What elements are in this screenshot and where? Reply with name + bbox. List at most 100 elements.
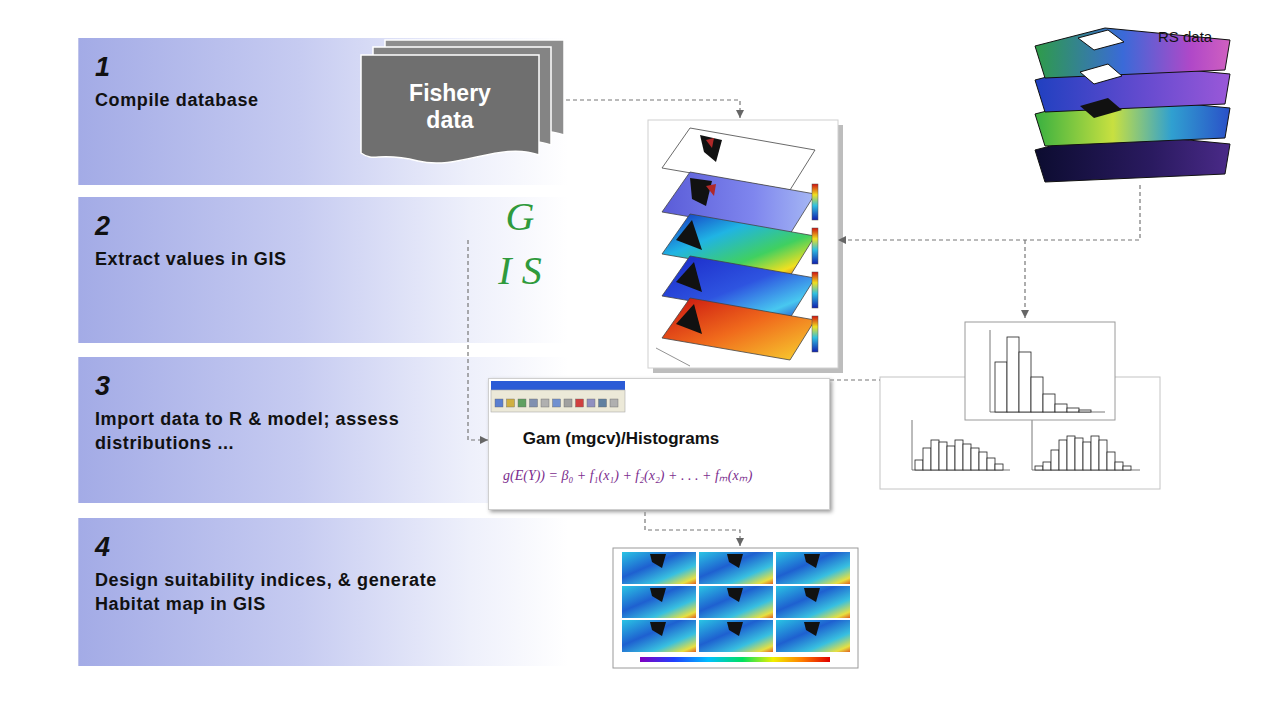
habitat-map-grid xyxy=(776,586,850,618)
step-text: Extract values in GIS xyxy=(95,247,495,271)
histogram-panel xyxy=(1083,442,1091,470)
model-title: Gam (mgcv)/Histograms xyxy=(489,429,753,449)
toolbar-icon xyxy=(599,399,607,407)
gis-map-stack xyxy=(812,272,818,308)
gis-map-stack xyxy=(700,135,722,162)
habitat-map-grid xyxy=(650,588,666,602)
toolbar-icon xyxy=(610,399,618,407)
histogram-panel xyxy=(987,458,995,470)
histogram-panel xyxy=(965,322,1115,420)
histogram-panel xyxy=(1055,404,1067,412)
gis-map-stack xyxy=(812,228,818,264)
histogram-panel xyxy=(995,362,1007,412)
habitat-map-grid xyxy=(699,586,773,618)
gis-map-stack xyxy=(676,262,702,292)
step-text: Import data to R & model; assess distrib… xyxy=(95,407,405,455)
histogram-panel xyxy=(915,440,1003,470)
histogram-panel xyxy=(1123,466,1131,470)
step-band: 4Design suitability indices, & generate … xyxy=(78,518,568,666)
habitat-map-grid xyxy=(727,622,743,636)
step-text: Design suitability indices, & generate H… xyxy=(95,568,495,616)
step-number: 3 xyxy=(95,371,110,402)
histogram-panel xyxy=(1059,440,1067,470)
gis-map-stack xyxy=(812,184,818,220)
habitat-map-grid xyxy=(804,554,820,568)
remote-sensing-layers: RS data xyxy=(1030,20,1230,185)
toolbar-icon xyxy=(564,399,572,407)
histogram-panel xyxy=(947,446,955,470)
habitat-map-grid xyxy=(622,552,696,584)
histogram-panel xyxy=(1007,337,1019,412)
habitat-map-grid xyxy=(650,554,666,568)
histogram-panel xyxy=(1051,450,1059,470)
window-toolbar xyxy=(491,390,625,412)
rs-layer-stack xyxy=(1078,30,1124,50)
rs-layer-stack xyxy=(1080,64,1122,84)
gis-map-stack xyxy=(648,120,838,368)
rs-layer-stack xyxy=(1080,98,1122,118)
habitat-map-grid xyxy=(727,588,743,602)
gis-map-stack xyxy=(706,138,714,148)
leader-line xyxy=(645,512,740,546)
toolbar-icon xyxy=(518,399,526,407)
habitat-map-grid xyxy=(613,548,858,668)
toolbar-icon xyxy=(507,399,515,407)
rs-layer-stack xyxy=(1035,28,1230,78)
layer-label: RS data xyxy=(1158,28,1230,45)
histogram-panel xyxy=(995,337,1091,412)
histogram-panel xyxy=(1035,436,1131,470)
gis-layer-stack: G I S xyxy=(468,118,838,368)
histogram-panel xyxy=(1067,436,1075,470)
habitat-map-grid xyxy=(804,588,820,602)
histogram-panel xyxy=(1075,438,1083,470)
gis-map-stack xyxy=(690,178,712,206)
histogram-panel xyxy=(1067,408,1079,412)
histogram-panel xyxy=(912,420,913,470)
habitat-map-grid xyxy=(622,586,696,618)
histogram-panel xyxy=(1035,466,1043,470)
gis-map-stack xyxy=(812,316,818,352)
histogram-panel xyxy=(915,460,923,470)
gis-label: G I S xyxy=(498,190,542,298)
gis-map-stack xyxy=(676,304,702,334)
leader-line xyxy=(830,379,880,380)
document-label: Fishery data xyxy=(395,80,505,134)
histogram-panel xyxy=(1019,352,1031,412)
gis-map-stack xyxy=(706,184,716,196)
step-band: 2Extract values in GIS xyxy=(78,197,568,343)
gis-map-stack xyxy=(676,220,702,250)
habitat-map-grid xyxy=(613,548,858,668)
habitat-map-grid xyxy=(640,657,830,662)
histogram-panel xyxy=(931,440,939,470)
histogram-panel xyxy=(939,442,947,470)
gis-map-stack xyxy=(656,348,690,366)
histogram-panel xyxy=(1079,410,1091,412)
r-model-window: Gam (mgcv)/Histograms g(E(Y)) = β₀ + f₁(x… xyxy=(488,378,830,510)
histogram-panel xyxy=(979,452,987,470)
toolbar-icon xyxy=(553,399,561,407)
histogram-panel xyxy=(971,448,979,470)
toolbar-icon xyxy=(495,399,503,407)
habitat-map-grid xyxy=(776,552,850,584)
histogram-panel xyxy=(1043,394,1055,412)
step-number: 1 xyxy=(95,52,110,83)
flow-connector xyxy=(838,185,1140,240)
step-number: 2 xyxy=(95,211,110,242)
toolbar-icon xyxy=(587,399,595,407)
habitat-map-grid xyxy=(650,622,666,636)
rs-layer-stack xyxy=(1035,28,1230,182)
model-formula: g(E(Y)) = β₀ + f₁(x₁) + f₂(x₂) + . . . +… xyxy=(503,465,829,484)
document-sheet xyxy=(361,55,539,163)
gis-map-stack xyxy=(648,120,843,373)
histogram-panel xyxy=(963,444,971,470)
data-document: Fishery data xyxy=(361,40,566,165)
toolbar-icon xyxy=(530,399,538,407)
habitat-map-grid xyxy=(699,620,773,652)
histogram-panel xyxy=(1115,462,1123,470)
histogram-panel xyxy=(1043,462,1051,470)
step-band: 1Compile databaseFishery data xyxy=(78,38,568,185)
gis-map-stack xyxy=(662,298,815,360)
leader-line xyxy=(1024,240,1025,318)
habitat-map-grid xyxy=(650,554,820,636)
